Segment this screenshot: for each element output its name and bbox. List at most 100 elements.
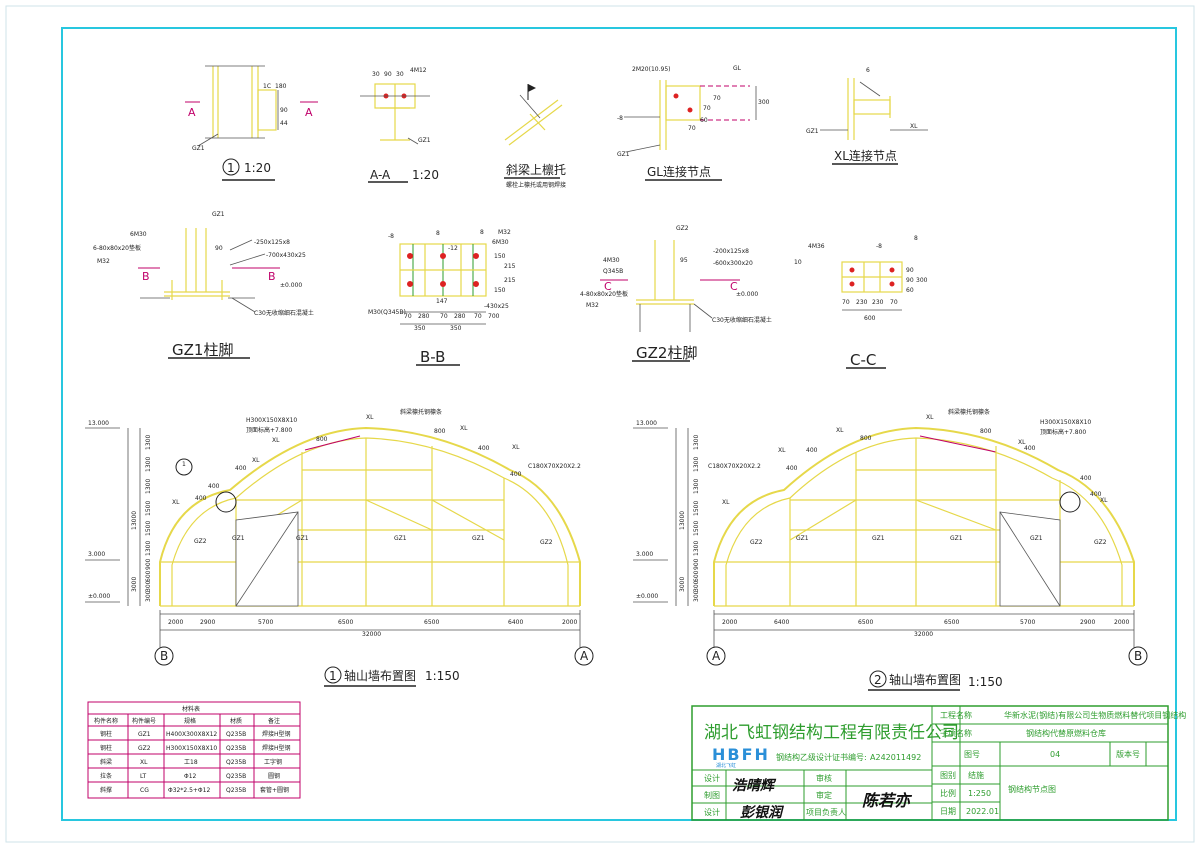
detail-1-bubble	[222, 158, 240, 176]
elev2-gz1-a: GZ1	[796, 535, 809, 542]
tb-design-label: 设计	[704, 773, 720, 783]
detail-gl-title: GL连接节点	[647, 164, 711, 179]
elev2-xl-6: XL	[722, 499, 730, 506]
elev2-xl-3: XL	[836, 427, 844, 434]
gz1f-gz1: GZ1	[212, 211, 225, 218]
company-logo-sub: 湖北飞虹	[716, 762, 736, 769]
elev2-vdim-total: 13000	[679, 511, 686, 530]
elev1-axis-b: B	[160, 649, 168, 663]
bb-weld-8b: 8	[480, 229, 484, 236]
gz1f-sec-b-right: B	[268, 270, 276, 283]
bb-dim-70c: 70	[474, 313, 482, 320]
elev2-title: 轴山墙布置图	[889, 672, 961, 687]
detail-purlin-title: 斜梁上檩托	[506, 162, 566, 177]
aa-dim-90: 90	[384, 71, 392, 78]
elev1-vdim-0: 1300	[145, 435, 152, 450]
detail-gz2-title: GZ2柱脚	[636, 344, 697, 362]
gz2f-sec-c-left: C	[604, 280, 612, 293]
mt-r1-c1: GZ2	[138, 745, 151, 752]
elev2-purlin-spec: C180X70X20X2.2	[708, 463, 761, 470]
elev2-dim-1: 6400	[774, 619, 789, 626]
elev1-dim-400e: 400	[195, 495, 207, 502]
elev1-gz2-left: GZ2	[194, 538, 207, 545]
cc-bolt: 4M36	[808, 243, 825, 250]
elev1-xl-3: XL	[366, 414, 374, 421]
tb-drawing-name: 钢结构节点图	[1008, 784, 1056, 794]
detail-gz1-foot: GZ1 6M30 6-80x80x20垫板 M32 -250x125x8 -70…	[93, 211, 314, 359]
elevation-2: 13.000 3.000 ±0.000 1300 1300 1300 1500 …	[633, 408, 1148, 691]
cc-dim-70a: 70	[842, 299, 850, 306]
signature-drafter: 彭银润	[740, 804, 785, 821]
elev2-gz1-c: GZ1	[950, 535, 963, 542]
elev1-vdim-2: 1300	[145, 479, 152, 494]
elev1-vdim-6: 900	[145, 558, 152, 570]
gz2f-level: ±0.000	[736, 291, 758, 298]
elev1-dim-5: 6400	[508, 619, 523, 626]
aa-bolt: 4M12	[410, 67, 427, 74]
elev1-xl-6: XL	[172, 499, 180, 506]
gz2f-plate1: -200x125x8	[713, 248, 749, 255]
bb-dim-70b: 70	[440, 313, 448, 320]
elev2-gz2-left: GZ2	[750, 539, 763, 546]
elev1-gz1-d: GZ1	[472, 535, 485, 542]
cc-dim-10: 10	[794, 259, 802, 266]
tb-stage: 结施	[968, 770, 984, 780]
elev2-xl-1: XL	[1018, 439, 1026, 446]
mt-r0-c3: Q235B	[226, 731, 246, 738]
elev2-vdim-6: 900	[693, 558, 700, 570]
elev2-xl-5: XL	[1100, 497, 1108, 504]
detail-bb: -8 8 -12 8 6M30 M32 147 70 280 70 280 70…	[368, 229, 516, 366]
d1-label-90: 90	[280, 107, 288, 114]
elev1-dim-800b: 800	[316, 436, 328, 443]
detail-aa-scale: 1:20	[412, 168, 439, 182]
elev1-level-13: 13.000	[88, 420, 109, 427]
xl-weld: 6	[866, 67, 870, 74]
gz2f-grade: Q345B	[603, 268, 623, 275]
xl-gz1: GZ1	[806, 128, 819, 135]
bb-dim-280b: 280	[454, 313, 466, 320]
bb-dim-350b: 350	[450, 325, 462, 332]
elev2-xl-4: XL	[778, 447, 786, 454]
elev1-level-0: ±0.000	[88, 593, 110, 600]
cert-label: 钢结构乙级设计证书编号:	[776, 752, 867, 762]
elev2-dim-800a: 800	[860, 435, 872, 442]
gl-label: GL	[733, 65, 742, 72]
bb-dim-147: 147	[436, 298, 448, 305]
bb-weld-8a: 8	[436, 230, 440, 237]
outer-frame	[5, 5, 1195, 843]
detail-cc-title: C-C	[850, 351, 876, 369]
tb-stage-label: 图别	[940, 771, 956, 780]
bb-m32: M32	[498, 229, 511, 236]
tb-sub: 钢结构代替原燃料仓库	[1026, 728, 1106, 738]
elev2-gz1-b: GZ1	[872, 535, 885, 542]
detail-purlin: 斜梁上檩托 螺栓上檩托或用钢焊接	[504, 84, 566, 189]
mt-r2-c0: 斜梁	[100, 758, 112, 766]
elev1-dim-6: 2000	[562, 619, 577, 626]
elev1-vdim-4: 1500	[145, 521, 152, 536]
elev2-gz2-right: GZ2	[1094, 539, 1107, 546]
mt-r2-c2: 工18	[184, 759, 198, 766]
gz1f-m32: M32	[97, 258, 110, 265]
elev2-level-13: 13.000	[636, 420, 657, 427]
elev2-dim-400c: 400	[1024, 445, 1036, 452]
tb-approve-label: 审定	[816, 790, 832, 800]
elev1-vdim-8: 300	[145, 580, 152, 592]
company-logo: HBFH	[712, 745, 770, 764]
bb-v215b: 215	[504, 277, 516, 284]
gz1f-bolt: 6M30	[130, 231, 147, 238]
bb-dim-280a: 280	[418, 313, 430, 320]
mt-r0-c1: GZ1	[138, 731, 151, 738]
detail-xl-title: XL连接节点	[834, 148, 897, 163]
gl-dim-70a: 70	[713, 95, 721, 102]
mt-r4-c0: 斜撑	[100, 786, 112, 794]
elev1-gz2-right: GZ2	[540, 539, 553, 546]
cc-v90b: 90	[906, 277, 914, 284]
mt-r2-c1: XL	[140, 759, 148, 766]
tb-tu-label: 图号	[964, 750, 980, 759]
cc-dim-70b: 70	[890, 299, 898, 306]
elev1-vdim-total: 13000	[131, 511, 138, 530]
gz2f-gz2: GZ2	[676, 225, 689, 232]
elev1-scale: 1:150	[425, 669, 460, 683]
mt-head-0: 构件名称	[94, 717, 118, 725]
